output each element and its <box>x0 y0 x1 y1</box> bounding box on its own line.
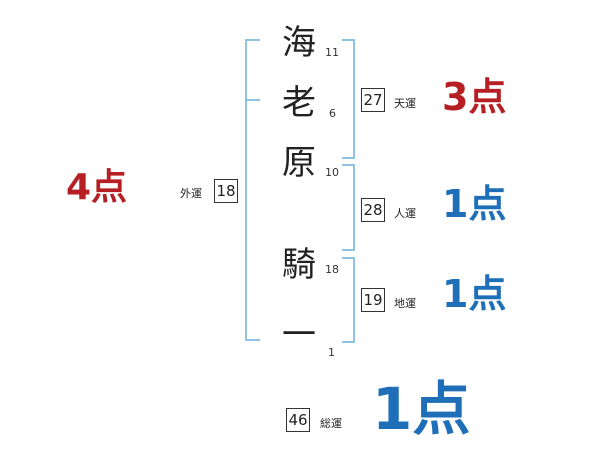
jinun-bracket <box>342 164 355 251</box>
name-char-1: 海 <box>282 23 316 63</box>
gaiun-score: 4点 <box>66 167 128 208</box>
chiun-bracket <box>342 257 355 343</box>
chiun-label: 地運 <box>394 297 416 310</box>
chiun-score: 1点 <box>442 272 507 316</box>
gaiun-bracket <box>245 39 260 341</box>
jinun-label: 人運 <box>394 207 416 220</box>
stroke-count-2: 6 <box>329 107 336 120</box>
stroke-count-3: 10 <box>325 166 339 179</box>
stroke-count-1: 11 <box>325 46 339 59</box>
tenun-label: 天運 <box>394 97 416 110</box>
tenun-value-box: 27 <box>361 88 385 112</box>
name-char-3: 原 <box>282 143 316 183</box>
gaiun-value-box: 18 <box>214 179 238 203</box>
tenun-bracket <box>342 39 355 159</box>
gaiun-label: 外運 <box>180 187 202 200</box>
chiun-value-box: 19 <box>361 288 385 312</box>
jinun-value-box: 28 <box>361 198 385 222</box>
name-char-4: 騎 <box>282 245 316 285</box>
jinun-score: 1点 <box>442 182 507 226</box>
souun-value-box: 46 <box>286 408 310 432</box>
souun-score: 1点 <box>372 375 471 443</box>
stroke-count-5: 1 <box>328 346 335 359</box>
stroke-count-4: 18 <box>325 263 339 276</box>
souun-label: 総運 <box>320 417 342 430</box>
name-char-2: 老 <box>282 83 316 123</box>
name-char-5: 一 <box>282 315 316 355</box>
tenun-score: 3点 <box>442 75 507 119</box>
